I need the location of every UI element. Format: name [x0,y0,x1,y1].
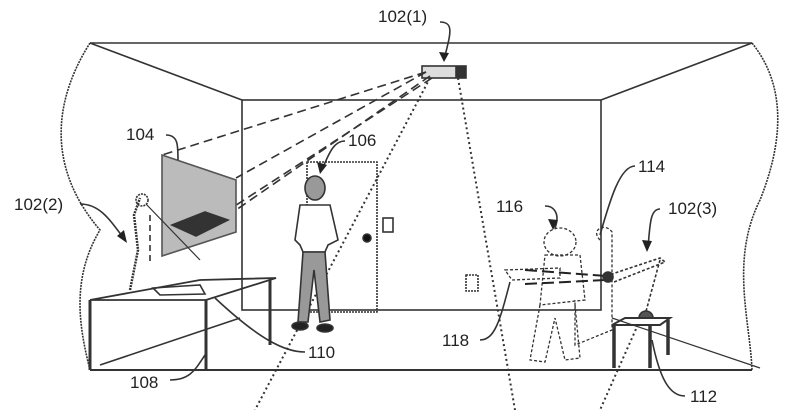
label-102-2: 102(2) [14,195,63,214]
lamp-projector [128,197,142,291]
table-top [89,277,277,301]
seated-user-in-chair [503,226,613,363]
label-106: 106 [348,131,376,150]
left-cut-edge [60,42,101,371]
table-display-110 [151,284,207,296]
wall-outlet [465,274,479,292]
light-switch [382,217,394,233]
ceiling-left-edge [89,42,243,101]
door-knob [362,233,372,243]
dotted-beams [254,77,641,410]
side-projector [605,257,667,316]
label-116: 116 [496,197,523,216]
ceiling-projector [421,65,467,79]
projected-image [169,211,231,237]
label-108: 108 [130,373,158,392]
label-104: 104 [126,125,154,144]
label-114: 114 [638,157,665,176]
handheld-projection [524,269,607,285]
label-118: 118 [442,331,469,350]
right-cut-edge [742,42,779,371]
label-102-3: 102(3) [668,199,717,218]
standing-user [291,175,339,333]
label-102-1: 102(1) [378,7,427,26]
label-112: 112 [690,387,717,406]
wall-display-surface [161,153,237,258]
ceiling-right-edge [600,42,753,101]
label-110: 110 [308,343,335,362]
